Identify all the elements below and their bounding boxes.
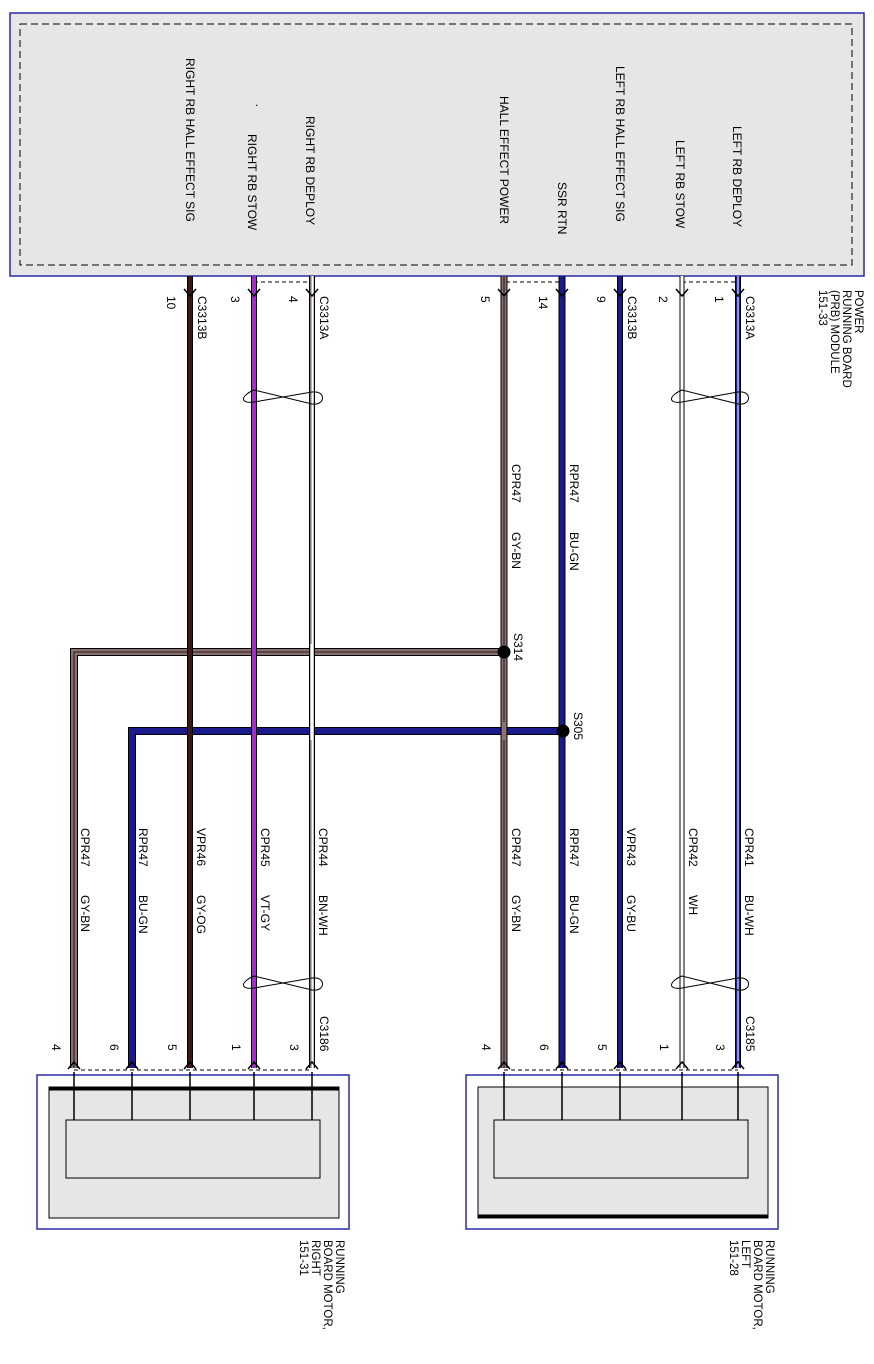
c3186-pin-6: 6 <box>107 1044 121 1051</box>
prb-module-name-line-3: (PRB) MODULE <box>828 290 840 374</box>
left-wire-4-circuit: RPR47 <box>567 828 581 867</box>
module-pin-arrows <box>183 288 745 298</box>
upper-label-cpr47-circuit: CPR47 <box>509 464 523 503</box>
c3185-pin-6: 6 <box>537 1044 551 1051</box>
left-wire-2-circuit: CPR42 <box>686 828 700 867</box>
motor-right-name-line-3: RIGHT <box>309 1240 321 1276</box>
left-motor-pin-numbers: 3 1 5 6 4 C3185 <box>479 1016 757 1052</box>
left-harness-labels: CPR41 BU-WH CPR42 WH VPR43 GY-BU RPR47 B… <box>509 828 756 936</box>
motor-right-component <box>65 1119 321 1179</box>
right-wire-2-circuit: CPR45 <box>258 828 272 867</box>
splice-s305-dot <box>556 724 570 738</box>
prb-module-name-line-4: 151-33 <box>816 290 828 326</box>
c3185-pin-4: 4 <box>479 1044 493 1051</box>
connector-c3313b-left: C3313B <box>625 296 639 339</box>
motor-right-name-line-1: RUNNING <box>333 1240 345 1294</box>
right-motor-pin-numbers: 3 1 5 6 4 C3186 <box>49 1016 331 1052</box>
motor-left <box>465 1072 779 1230</box>
prb-module-box <box>9 12 865 277</box>
pin-label-left-rb-hall-effect-sig: LEFT RB HALL EFFECT SIG <box>613 66 627 222</box>
motor-left-component <box>493 1119 749 1179</box>
pin-label-hall-effect-power: HALL EFFECT POWER <box>497 96 511 224</box>
module-pin-1: 1 <box>712 296 726 303</box>
module-pin-5: 5 <box>478 296 492 303</box>
right-wire-5-color: GY-BN <box>78 895 92 932</box>
module-pin-4: 4 <box>286 296 300 303</box>
right-wire-3-circuit: VPR46 <box>194 828 208 866</box>
c3186-label: C3186 <box>317 1016 331 1052</box>
connector-c3313a-left: C3313A <box>743 296 757 339</box>
right-wire-4-circuit: RPR47 <box>136 828 150 867</box>
prb-module-name: POWER RUNNING BOARD (PRB) MODULE 151-33 <box>816 290 864 388</box>
left-wire-3-circuit: VPR43 <box>624 828 638 866</box>
c3186-pin-4: 4 <box>49 1044 63 1051</box>
c3185-label: C3185 <box>743 1016 757 1052</box>
right-wire-4-color: BU-GN <box>136 895 150 934</box>
prb-module-inner-outline <box>19 23 853 266</box>
c3186-pin-5: 5 <box>165 1044 179 1051</box>
pin-label-right-rb-stow: RIGHT RB STOW <box>245 134 259 231</box>
motor-left-name-line-3: LEFT <box>739 1240 751 1268</box>
motor-right-name-line-2: BOARD MOTOR, <box>321 1240 333 1330</box>
c3185-pin-5: 5 <box>595 1044 609 1051</box>
left-wire-5-color: GY-BN <box>509 895 523 932</box>
upper-wire-labels: RPR47 BU-GN CPR47 GY-BN <box>509 464 581 571</box>
c3185-pin-1: 1 <box>657 1044 671 1051</box>
module-pin-2: 2 <box>656 296 670 303</box>
module-pin-numbers: 1 2 9 14 5 4 3 10 <box>164 296 726 310</box>
left-wire-3-color: GY-BU <box>624 895 638 932</box>
connector-c3313a-right: C3313A <box>317 296 331 339</box>
prb-module-name-line-2: RUNNING BOARD <box>840 290 852 388</box>
motor-right-name-line-4: 151-31 <box>297 1240 309 1276</box>
pin-label-left-rb-deploy: LEFT RB DEPLOY <box>730 126 744 227</box>
right-wire-1-color: BN-WH <box>316 895 330 936</box>
motor-left-name-line-1: RUNNING <box>763 1240 775 1294</box>
motor-right-name: RUNNING BOARD MOTOR, RIGHT 151-31 <box>297 1240 345 1330</box>
right-wire-2-color: VT-GY <box>258 895 272 931</box>
splice-s314-label: S314 <box>511 633 525 661</box>
c3186-pin-3: 3 <box>287 1044 301 1051</box>
left-wire-2-color: WH <box>686 895 700 915</box>
motor-connector-arrows <box>67 1060 745 1070</box>
splices: S314 S305 <box>497 633 585 740</box>
left-wire-4-color: BU-GN <box>567 895 581 934</box>
module-pin-9: 9 <box>594 296 608 303</box>
wire-cpr47-right <box>70 648 504 1068</box>
left-wire-1-color: BU-WH <box>742 895 756 936</box>
right-wire-5-circuit: CPR47 <box>78 828 92 867</box>
module-pin-10: 10 <box>164 296 178 310</box>
right-wire-3-color: GY-OG <box>194 895 208 934</box>
twisted-pair-markers <box>243 389 749 991</box>
connector-c3313b-right: C3313B <box>195 296 209 339</box>
upper-label-rpr47-circuit: RPR47 <box>567 464 581 503</box>
left-wire-1-circuit: CPR41 <box>742 828 756 867</box>
left-wire-5-circuit: CPR47 <box>509 828 523 867</box>
upper-label-rpr47-color: BU-GN <box>567 532 581 571</box>
prb-module <box>9 12 865 277</box>
wire-rpr47-right <box>128 727 562 1068</box>
upper-label-cpr47-color: GY-BN <box>509 532 523 569</box>
c3185-pin-3: 3 <box>713 1044 727 1051</box>
pin-label-left-rb-stow: LEFT RB STOW <box>673 140 687 229</box>
prb-module-name-line-1: POWER <box>852 290 864 333</box>
wire-crossings <box>187 644 508 740</box>
module-pin-3: 3 <box>228 296 242 303</box>
c3186-pin-1: 1 <box>229 1044 243 1051</box>
pin-labels: LEFT RB DEPLOY LEFT RB STOW LEFT RB HALL… <box>183 58 744 234</box>
module-connector-labels: C3313A C3313B C3313A C3313B <box>195 296 757 339</box>
motor-right <box>36 1072 350 1230</box>
pin-label-ssr-rtn: SSR RTN <box>555 182 569 234</box>
module-pin-14: 14 <box>536 296 550 310</box>
right-wire-1-circuit: CPR44 <box>316 828 330 867</box>
module-dot-mark: . <box>255 95 258 109</box>
pin-label-right-rb-deploy: RIGHT RB DEPLOY <box>303 116 317 225</box>
pin-label-right-rb-hall-effect-sig: RIGHT RB HALL EFFECT SIG <box>183 58 197 222</box>
splice-s314-dot <box>497 645 511 659</box>
motor-left-name: RUNNING BOARD MOTOR, LEFT 151-28 <box>727 1240 775 1330</box>
motor-left-name-line-2: BOARD MOTOR, <box>751 1240 763 1330</box>
right-harness-labels: CPR44 BN-WH CPR45 VT-GY VPR46 GY-OG RPR4… <box>78 828 330 936</box>
motor-left-name-line-4: 151-28 <box>727 1240 739 1276</box>
splice-s305-label: S305 <box>571 712 585 740</box>
